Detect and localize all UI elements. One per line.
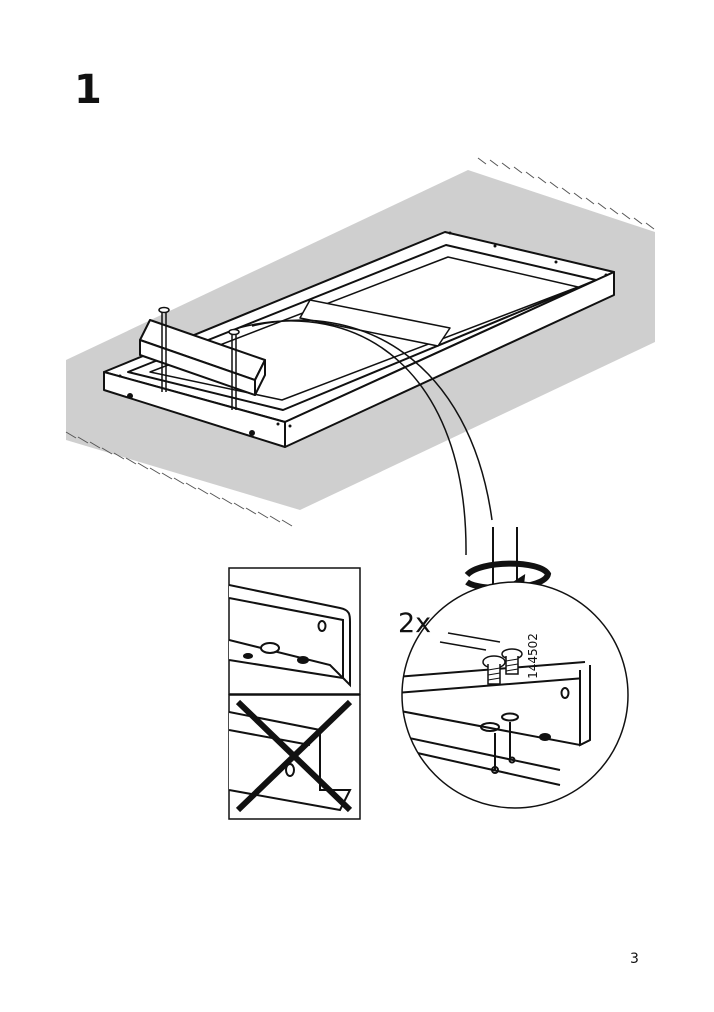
frame-holes	[118, 231, 608, 436]
quantity-label: 2x	[398, 608, 432, 639]
detail-zoom-circle	[401, 581, 629, 809]
step-number: 1	[74, 67, 102, 113]
bracket-screws	[158, 306, 240, 410]
wrong-cross-icon	[235, 699, 353, 813]
bracket	[139, 319, 266, 396]
part-number-label: 144502	[526, 633, 540, 679]
screw-icon	[482, 648, 523, 685]
page-number: 3	[630, 951, 639, 967]
rug-fringe	[65, 157, 655, 527]
